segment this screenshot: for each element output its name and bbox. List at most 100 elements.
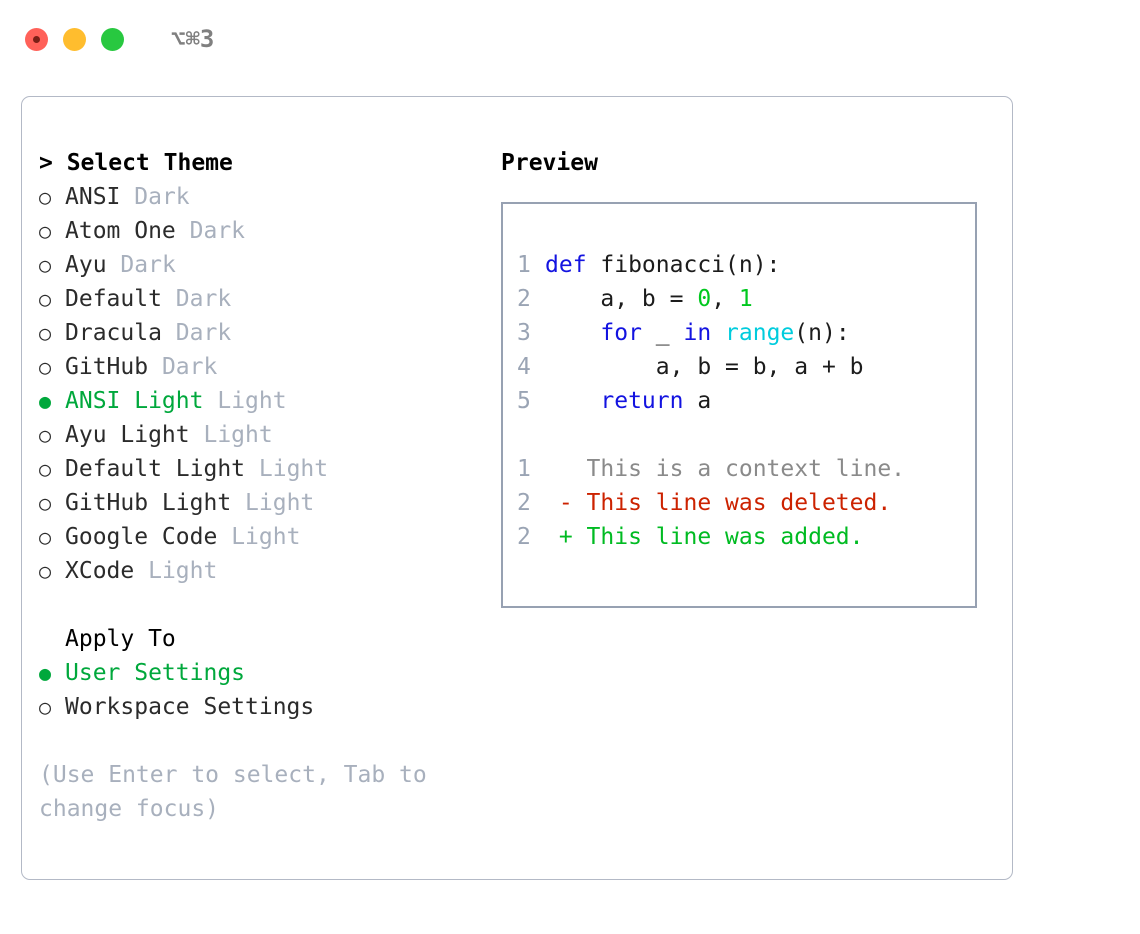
theme-list-item[interactable]: GitHub Light Light [39,486,489,520]
radio-unselected-icon[interactable] [39,316,65,350]
theme-list-item[interactable]: Dracula Dark [39,316,489,350]
theme-picker-panel: > Select Theme ANSI DarkAtom One DarkAyu… [39,146,489,826]
code-token: return [600,388,684,414]
apply-to-header: Apply To [65,626,176,652]
diff-line: 2 + This line was added. [517,520,975,554]
theme-kind-label: Light [245,490,315,516]
diff-line: 1 This is a context line. [517,452,975,486]
apply-to-label: Workspace Settings [65,694,315,720]
theme-list: ANSI DarkAtom One DarkAyu DarkDefault Da… [39,180,489,588]
radio-selected-icon[interactable] [39,656,65,690]
line-number: 4 [517,354,531,380]
radio-unselected-icon[interactable] [39,690,65,724]
radio-unselected-icon[interactable] [39,214,65,248]
code-token: range [725,320,795,346]
theme-list-item[interactable]: ANSI Dark [39,180,489,214]
theme-kind-label: Light [231,524,301,550]
radio-selected-icon[interactable] [39,384,65,418]
theme-kind-label: Light [148,558,218,584]
theme-list-item[interactable]: Default Light Light [39,452,489,486]
code-line: 3 for _ in range(n): [517,316,975,350]
code-token [711,320,725,346]
code-line: 5 return a [517,384,975,418]
apply-to-list: User SettingsWorkspace Settings [39,656,489,724]
radio-unselected-icon[interactable] [39,282,65,316]
theme-kind-label: Light [258,456,329,482]
theme-kind-label: Light [203,422,273,448]
preview-title: Preview [501,150,598,176]
theme-kind-label: Dark [134,184,190,210]
radio-unselected-icon[interactable] [39,350,65,384]
window-controls [25,27,124,51]
theme-list-item[interactable]: XCode Light [39,554,489,588]
code-token: 0 [697,286,712,312]
title-bar: ⌥⌘3 [0,0,1140,78]
theme-name-label: ANSI [65,184,121,210]
code-token: _ [641,320,684,346]
line-number: 3 [517,320,531,346]
theme-list-item[interactable]: Atom One Dark [39,214,489,248]
theme-name-label: Default Light [65,456,246,482]
theme-name-label: GitHub [65,354,149,380]
diff-text: - This line was deleted. [545,490,892,516]
radio-unselected-icon[interactable] [39,554,65,588]
diff-sample: 1 This is a context line.2 - This line w… [517,452,975,554]
line-number: 2 [517,286,531,312]
theme-list-item[interactable]: Default Dark [39,282,489,316]
theme-kind-label: Dark [189,218,246,244]
theme-name-label: ANSI Light [65,388,204,414]
line-number: 5 [517,388,531,414]
code-token: a, b = b, a + b [545,354,864,380]
line-number: 2 [517,490,531,516]
code-token: a, b = [545,286,698,312]
radio-unselected-icon[interactable] [39,418,65,452]
keyboard-shortcut-label: ⌥⌘3 [171,25,215,53]
line-number: 1 [517,456,531,482]
radio-unselected-icon[interactable] [39,452,65,486]
theme-name-label: Ayu [65,252,107,278]
apply-to-option[interactable]: Workspace Settings [39,690,489,724]
theme-list-item[interactable]: GitHub Dark [39,350,489,384]
theme-kind-label: Dark [161,354,218,380]
theme-list-item[interactable]: Ayu Dark [39,248,489,282]
radio-unselected-icon[interactable] [39,180,65,214]
code-line: 2 a, b = 0, 1 [517,282,975,316]
diff-text: This is a context line. [545,456,906,482]
line-number: 2 [517,524,531,550]
code-token [545,320,600,346]
line-number: 1 [517,252,531,278]
diff-text: + This line was added. [545,524,864,550]
theme-list-item[interactable]: Ayu Light Light [39,418,489,452]
radio-unselected-icon[interactable] [39,520,65,554]
radio-unselected-icon[interactable] [39,486,65,520]
apply-to-option[interactable]: User Settings [39,656,489,690]
theme-name-label: Atom One [65,218,176,244]
theme-kind-label: Dark [175,320,232,346]
theme-kind-label: Dark [120,252,176,278]
minimize-button-icon[interactable] [63,27,86,51]
spacer [39,588,489,622]
apply-to-label: User Settings [65,660,246,686]
close-button-icon[interactable] [25,27,48,51]
theme-name-label: Dracula [65,320,162,346]
main-card: > Select Theme ANSI DarkAtom One DarkAyu… [21,96,1013,880]
theme-name-label: XCode [65,558,135,584]
radio-unselected-icon[interactable] [39,248,65,282]
theme-list-item[interactable]: Google Code Light [39,520,489,554]
code-token: in [683,320,712,346]
code-token: , [711,286,739,312]
theme-name-label: Ayu Light [65,422,190,448]
keyboard-hint-text: (Use Enter to select, Tab to change focu… [39,762,427,822]
code-line: 4 a, b = b, a + b [517,350,975,384]
theme-list-item[interactable]: ANSI Light Light [39,384,489,418]
theme-name-label: Google Code [65,524,218,550]
code-token: a [683,388,712,414]
diff-line: 2 - This line was deleted. [517,486,975,520]
maximize-button-icon[interactable] [101,27,124,51]
theme-kind-label: Light [217,388,287,414]
